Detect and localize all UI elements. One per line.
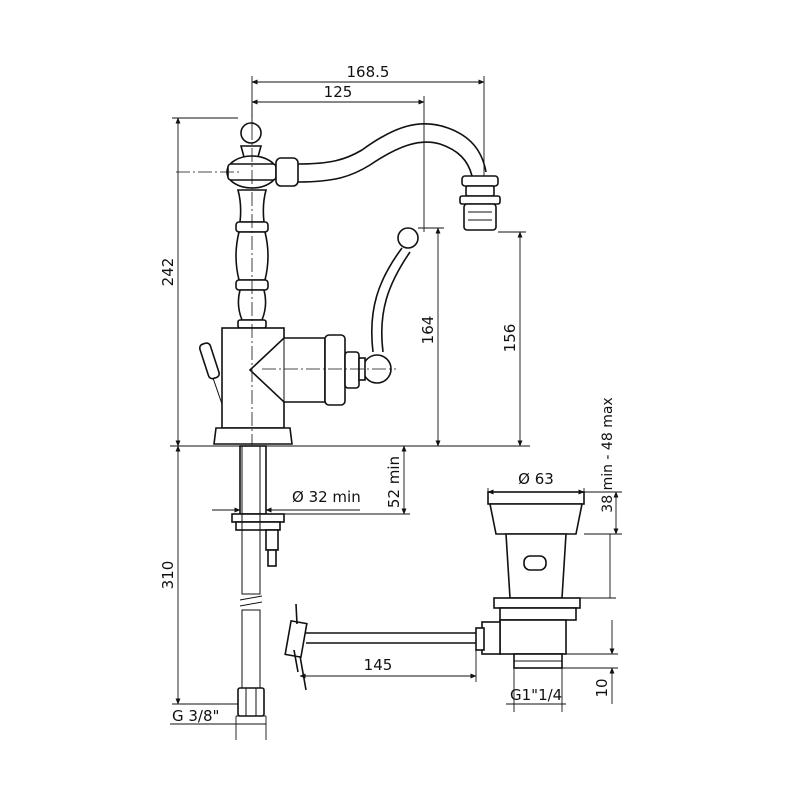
flexible-hose-upper	[241, 445, 261, 595]
dim-label-156: 156	[501, 324, 519, 353]
dim-spout-reach-lever: 125	[251, 83, 425, 232]
dim-hole-diameter: Ø 32 min	[212, 488, 361, 513]
dim-label-242: 242	[159, 258, 177, 287]
dim-label-38-48: 38 min - 48 max	[600, 397, 616, 512]
aerator	[461, 175, 499, 187]
dim-label-63: Ø 63	[518, 470, 554, 488]
dim-label-10: 10	[593, 678, 611, 697]
dim-label-145: 145	[364, 656, 393, 674]
dim-label-164: 164	[419, 316, 437, 345]
dim-rod-length: 145	[299, 650, 477, 682]
dim-hose-thread: G 3/8"	[170, 707, 267, 740]
lever-arm	[370, 227, 419, 353]
dim-hose-length: 310	[159, 445, 238, 705]
dim-waste-thread-length: 10	[562, 620, 618, 704]
dim-waste-deck-range: 38 min - 48 max	[580, 397, 622, 599]
finial-knob	[240, 122, 262, 144]
dim-waste-thread: G1"1/4	[506, 668, 566, 712]
hose-nut	[237, 687, 265, 717]
dim-label-hole-diameter: Ø 32 min	[292, 488, 361, 506]
lever-housing	[248, 334, 392, 406]
flexible-hose-lower	[241, 609, 261, 689]
dim-lever-height: 164	[418, 227, 444, 447]
linkage-rod	[284, 603, 476, 691]
dim-waste-head-diameter: Ø 63	[487, 470, 585, 496]
dim-spout-reach-total: 168.5	[251, 63, 485, 176]
dim-spout-height: 156	[498, 231, 526, 447]
lever-tip-knob	[397, 227, 419, 249]
dim-label-125: 125	[324, 83, 353, 101]
popup-waste	[475, 491, 585, 669]
overflow-slot	[523, 555, 547, 571]
dim-total-height: 242	[159, 117, 238, 447]
under-deck-assembly	[231, 445, 285, 717]
dim-label-310: 310	[159, 561, 177, 590]
popup-lift-knob	[198, 342, 223, 405]
dim-label-52-min: 52 min	[385, 456, 403, 508]
dim-label-hose-thread: G 3/8"	[172, 707, 219, 725]
dim-deck-thickness: 52 min	[284, 445, 410, 515]
dim-label-waste-thread: G1"1/4	[510, 686, 562, 704]
spout	[297, 123, 501, 231]
dim-label-168-5: 168.5	[347, 63, 390, 81]
mixer-body	[198, 122, 501, 445]
